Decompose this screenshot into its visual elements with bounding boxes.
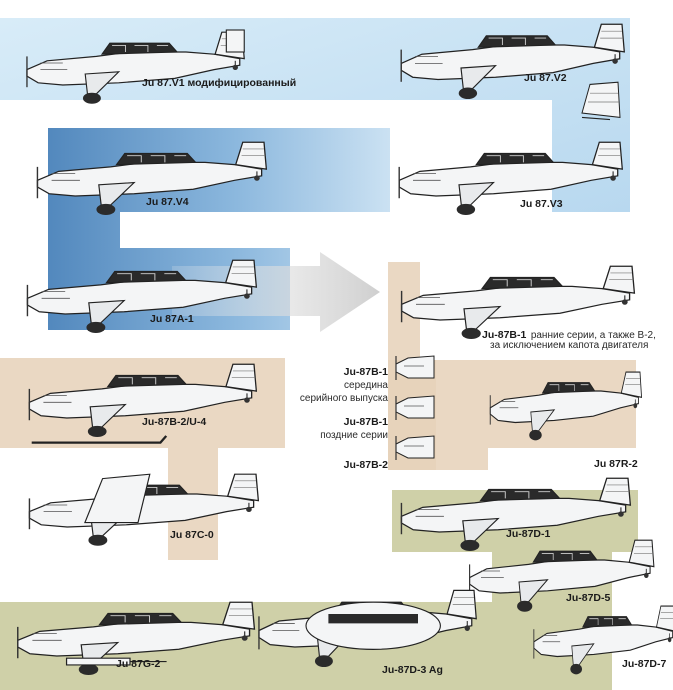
label-ju87b-2-u-4: Ju-87B-2/U-4 (142, 416, 207, 428)
label-ju87-v2: Ju 87.V2 (524, 72, 567, 84)
ju87b-1-mid-line2: серийного выпуска (299, 393, 388, 404)
ju87-v1-twin-fin-icon (26, 29, 245, 105)
ju87d-3-ag-glider-icon (258, 589, 477, 668)
label-ju87-v1: Ju 87.V1 модифицированный (142, 77, 297, 89)
ju87g-2-gunpod-icon (17, 601, 256, 676)
label-ju87b-2: Ju-87B-2 (343, 459, 388, 471)
label-ju87d-3-ag: Ju-87D-3 Ag (382, 664, 443, 676)
label-ju87-v3: Ju 87.V3 (520, 198, 563, 210)
label-ju87b-1: Ju-87B-1 (482, 329, 527, 341)
label-ju87a-1: Ju 87A-1 (150, 313, 194, 325)
ju87c-0-folded-wing-icon (28, 473, 260, 547)
label-ju87d-7: Ju-87D-7 (622, 658, 667, 670)
ju87b-1-late-line1: поздние серии (320, 430, 388, 441)
progression-arrow (172, 252, 380, 332)
ju87b-1-caption: Ju-87B-1 ранние серии, а также В-2, (482, 325, 667, 343)
ju87b-1-mid-line1: середина (344, 380, 388, 391)
label-ju87g-2: Ju 87G-2 (116, 658, 161, 670)
label-ju87r-2: Ju 87R-2 (594, 458, 638, 470)
ju87b-1-note-line2: за исключением капота двигателя (490, 340, 649, 351)
label-ju87-v4: Ju 87.V4 (146, 196, 189, 208)
label-ju87d-1: Ju-87D-1 (506, 528, 551, 540)
label-ju87d-5: Ju-87D-5 (566, 592, 611, 604)
ju87b-1-note-line1: ранние серии, а также В-2, (530, 330, 656, 341)
label-ju87b-1-mid: Ju-87B-1 (343, 366, 388, 378)
label-ju87c-0: Ju 87C-0 (170, 529, 214, 541)
label-ju87b-1-late: Ju-87B-1 (343, 416, 388, 428)
ju87b-2-u-4-ski-icon (28, 363, 258, 444)
